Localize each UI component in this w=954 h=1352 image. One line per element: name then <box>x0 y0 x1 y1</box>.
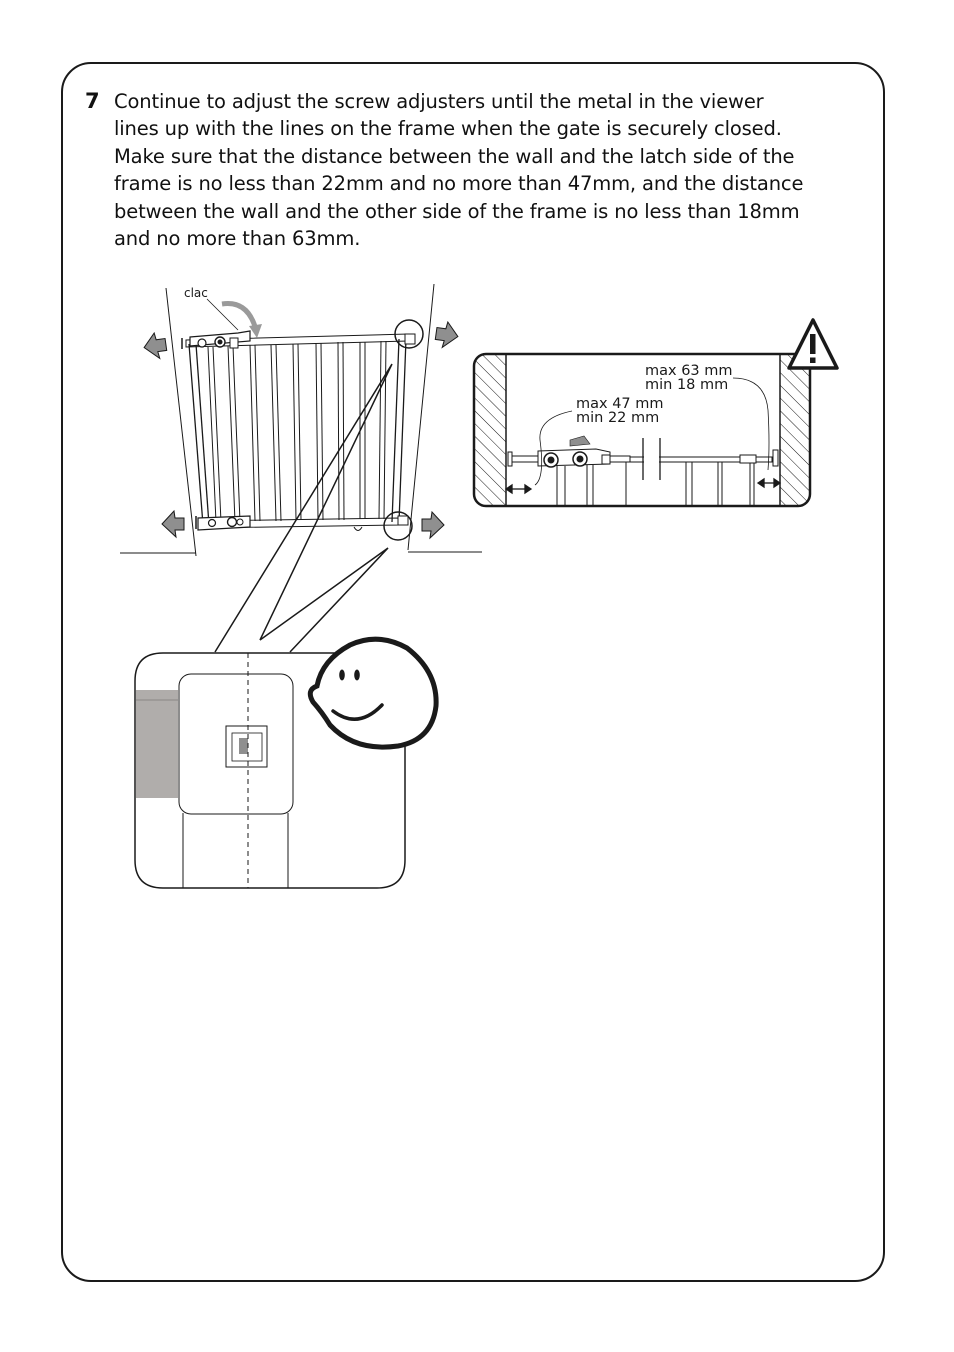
instruction-line: lines up with the lines on the frame whe… <box>114 117 782 141</box>
double-arrow-icon <box>504 483 533 495</box>
warning-icon <box>787 318 839 370</box>
instruction-line: Make sure that the distance between the … <box>114 144 795 168</box>
double-arrow-icon <box>756 477 782 489</box>
left-max-label: max 47 mm <box>576 396 664 412</box>
instruction-line: between the wall and the other side of t… <box>114 199 800 223</box>
instruction-line: Continue to adjust the screw adjusters u… <box>114 90 764 113</box>
instruction-line: and no more than 63mm. <box>114 227 361 251</box>
instruction-line: frame is no less than 22mm and no more t… <box>114 172 804 196</box>
step-instructions: Continue to adjust the screw adjusters u… <box>114 88 854 252</box>
expand-arrow-icon <box>434 320 459 349</box>
expand-arrow-icon <box>421 510 445 540</box>
expand-arrow-icon <box>161 509 185 539</box>
left-min-label: min 22 mm <box>576 410 659 426</box>
smiley-face-icon <box>307 636 439 750</box>
page-border <box>61 62 885 1282</box>
right-max-label: max 63 mm <box>645 363 733 379</box>
expand-arrow-icon <box>143 331 168 360</box>
right-min-label: min 18 mm <box>645 377 728 393</box>
callout-pointer <box>214 363 393 653</box>
measurement-detail <box>472 352 812 508</box>
clac-label: clac <box>184 286 208 300</box>
step-number: 7 <box>85 89 100 113</box>
gate-illustration <box>120 283 482 557</box>
